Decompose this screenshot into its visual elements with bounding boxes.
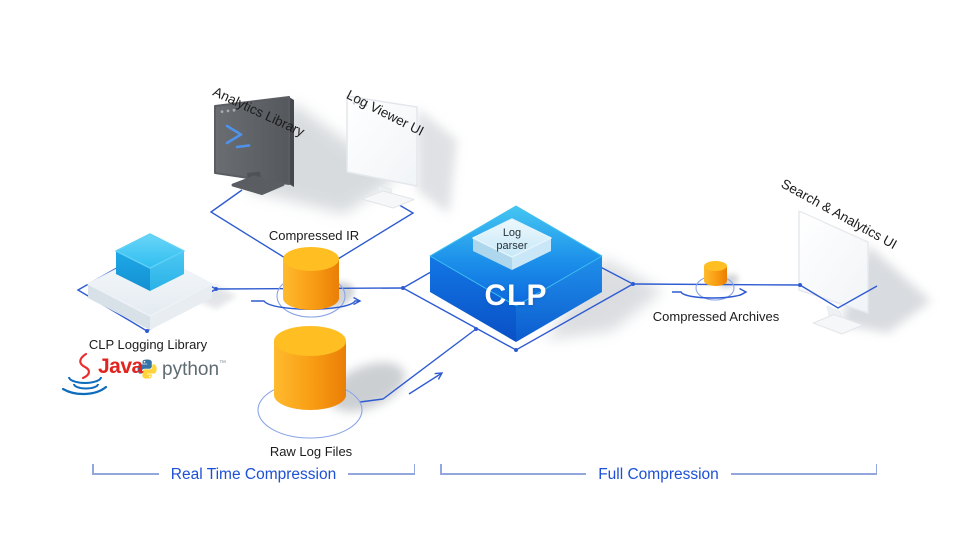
bracket-line	[348, 473, 414, 475]
clp-logging-library-label: CLP Logging Library	[88, 337, 208, 352]
java-logo-text: Java	[98, 355, 143, 378]
bracket-tick	[875, 464, 878, 475]
section-bracket-realtime: Real Time Compression	[92, 464, 415, 484]
clp-box-label: CLP	[484, 279, 548, 312]
monitor-screen	[346, 95, 418, 187]
raw-log-files-cylinder	[274, 326, 346, 410]
junction-dots	[145, 282, 802, 352]
monitor-side	[289, 97, 294, 187]
log-parser-cube	[472, 218, 552, 270]
monitor-screen	[214, 96, 290, 185]
screen-highlight	[802, 214, 824, 226]
bracket-tick	[413, 464, 415, 475]
compressed-ir-cylinder	[283, 247, 339, 310]
python-logo-text: python™	[162, 359, 227, 380]
line-rawlogs-to-clp	[359, 328, 477, 403]
monitor-stand	[231, 171, 285, 195]
bracket-line	[730, 473, 876, 475]
bracket-tick	[440, 464, 442, 475]
raw-log-files-label: Raw Log Files	[269, 444, 353, 459]
arrow-archives-flow	[672, 292, 746, 299]
analytics-monitor	[214, 96, 294, 195]
clp-logging-platform	[87, 233, 213, 330]
clp-logging-cube	[115, 233, 185, 291]
arrow-rawlogs-flow	[408, 373, 442, 395]
compressed-archives-label: Compressed Archives	[652, 309, 780, 324]
log-parser-label: Log parser	[474, 227, 550, 253]
python-trademark: ™	[219, 360, 227, 367]
log-viewer-monitor	[346, 95, 418, 209]
bracket-tick	[92, 464, 94, 475]
window-dots	[352, 101, 368, 107]
bracket-line	[93, 473, 159, 475]
search-analytics-monitor	[798, 210, 869, 335]
compressed-ir-label: Compressed IR	[268, 228, 360, 243]
full-compression-label: Full Compression	[598, 466, 719, 483]
log-parser-label-line1: Log	[502, 227, 522, 239]
monitor-screen	[798, 210, 869, 314]
log-parser-label-line2: parser	[496, 240, 528, 253]
java-icon	[61, 352, 108, 396]
monitor-stand	[812, 305, 864, 335]
line-search-ui-base	[799, 284, 878, 309]
terminal-icon	[225, 124, 251, 149]
python-icon	[137, 359, 157, 379]
bracket-line	[441, 473, 587, 475]
window-dots	[220, 108, 236, 113]
front-lines	[145, 282, 878, 352]
clp-box	[429, 205, 603, 342]
compressed-archives-cylinder	[704, 261, 727, 286]
section-bracket-full: Full Compression	[440, 464, 878, 484]
realtime-compression-label: Real Time Compression	[170, 466, 337, 483]
monitor-stand	[361, 186, 415, 209]
line-analytics-to-ir	[209, 189, 291, 262]
